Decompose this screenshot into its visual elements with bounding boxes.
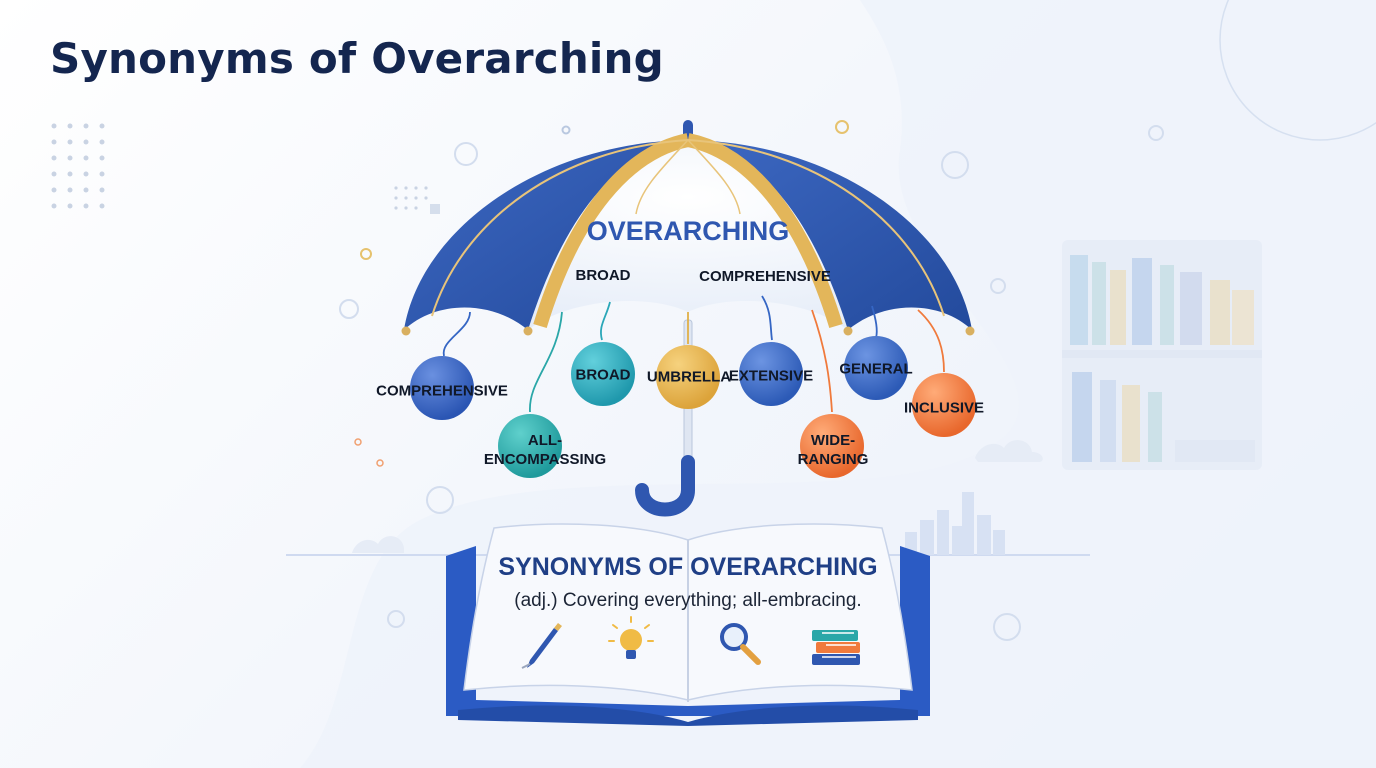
synonym-ball-extensive [739, 342, 803, 406]
synonym-label-umbrella: UMBRELLA [646, 368, 732, 386]
bookshelf-decoration [1062, 240, 1262, 470]
synonym-label-general: GENERAL [839, 360, 913, 378]
synonym-ball-all-encompassing [498, 414, 562, 478]
synonym-ball-broad [571, 342, 635, 406]
synonym-label-all-encompassing: ALL- ENCOMPASSING [483, 432, 607, 468]
city-skyline-decoration [905, 492, 1005, 555]
books-icon [812, 630, 860, 665]
umbrella-center-label: OVERARCHING [587, 216, 790, 246]
synonym-label-wide-ranging: WIDE- RANGING [797, 432, 869, 468]
umbrella-handle [635, 455, 695, 517]
canopy-label-comprehensive: COMPREHENSIVE [699, 268, 831, 285]
lightbulb-icon [608, 616, 654, 659]
page-title: Synonyms of Overarching [50, 34, 664, 83]
book-heading: SYNONYMS OF OVERARCHING [498, 553, 878, 581]
synonym-label-comprehensive: COMPREHENSIVE [376, 382, 508, 400]
book-definition: (adj.) Covering everything; all-embracin… [514, 590, 862, 611]
synonym-label-inclusive: INCLUSIVE [903, 399, 985, 417]
synonym-ball-inclusive [912, 373, 976, 437]
synonym-ball-general [844, 336, 908, 400]
ring-decoration [339, 125, 1164, 641]
synonym-ball-umbrella [656, 345, 720, 409]
synonym-label-broad: BROAD [575, 366, 631, 384]
dot-grid-decoration [51, 123, 428, 210]
pen-icon [521, 623, 562, 669]
synonym-ball-wide-ranging [800, 414, 864, 478]
synonym-label-extensive: EXTENSIVE [728, 367, 814, 385]
magnifier-icon [720, 623, 761, 665]
canopy-label-broad: BROAD [576, 267, 631, 284]
synonym-ball-comprehensive [410, 356, 474, 420]
umbrella-canopy [401, 133, 975, 336]
